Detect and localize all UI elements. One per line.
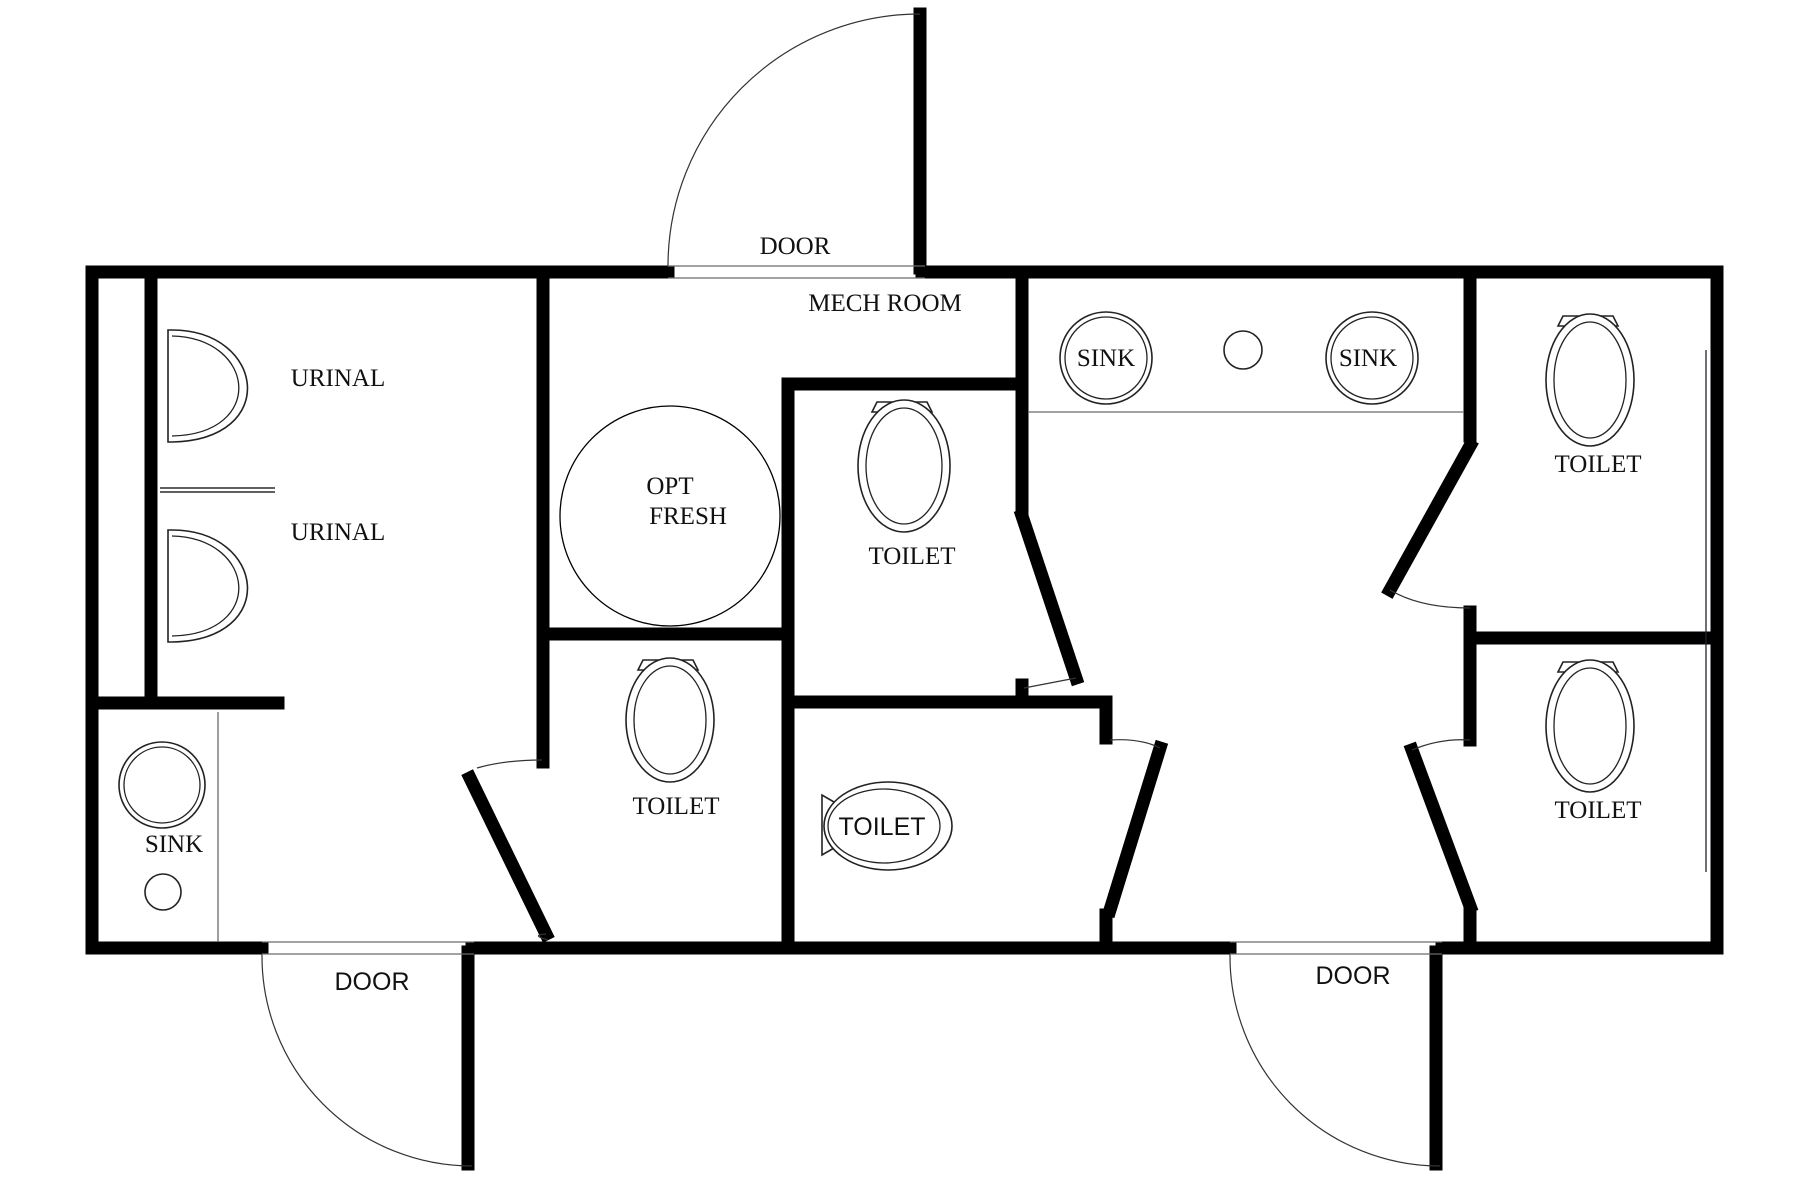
toilet-right-lower: TOILET	[1545, 659, 1642, 824]
sink-left-basin	[118, 741, 206, 829]
center-upper-stall-door-leaf[interactable]	[1013, 507, 1085, 687]
toilet-center-upper-bowl	[857, 399, 951, 533]
door-bottom-right-label: DOOR	[1316, 962, 1391, 990]
toilet-right-upper-label: TOILET	[1554, 451, 1641, 478]
toilet-left-label: TOILET	[632, 793, 719, 820]
toilet-left: TOILET	[625, 657, 720, 820]
mech-room-label: MECH ROOM	[808, 290, 962, 317]
urinal-2: URINAL	[167, 519, 385, 643]
door-bottom-right-swing-arc	[1229, 953, 1441, 1167]
vanity-drain	[1223, 330, 1263, 370]
opt-fresh-label-line1: OPT	[646, 473, 693, 500]
door-top[interactable]: DOOR	[667, 7, 927, 279]
door-bottom-left[interactable]: DOOR	[261, 941, 475, 1171]
toilet-right-lower-label: TOILET	[1554, 797, 1641, 824]
right-lower-stall-door-leaf[interactable]	[1403, 741, 1479, 915]
toilet-center-lower: TOILET	[821, 781, 953, 871]
mens-room-door-leaf[interactable]	[461, 769, 555, 943]
door-top-swing-arc	[667, 13, 921, 267]
sink-top-1-basin	[1059, 311, 1153, 405]
mens-room-door-arc	[537, 933, 549, 941]
sink-top-2-basin	[1325, 311, 1419, 405]
interior-doors	[461, 437, 1479, 943]
center-lower-stall-door-leaf[interactable]	[1101, 739, 1169, 919]
opt-fresh-label-line2: FRESH	[649, 503, 727, 530]
urinal-1-bowl	[167, 329, 249, 443]
opt-fresh-circle	[559, 405, 781, 627]
door-bottom-left-label: DOOR	[335, 968, 410, 996]
door-bottom-right[interactable]: DOOR	[1229, 941, 1443, 1171]
toilet-left-bowl	[625, 657, 715, 783]
urinal-2-label: URINAL	[291, 519, 385, 546]
urinal-1-label: URINAL	[291, 365, 385, 392]
sink-top-1: SINK	[1059, 311, 1153, 405]
interior-walls	[91, 271, 1718, 949]
sink-left-label: SINK	[145, 831, 203, 858]
toilet-right-upper: TOILET	[1545, 313, 1642, 478]
toilet-center-upper-label: TOILET	[868, 543, 955, 570]
sink-left: SINK	[118, 741, 206, 911]
outer-walls	[85, 265, 1724, 955]
toilet-right-upper-bowl	[1545, 313, 1635, 447]
right-upper-stall-door-leaf[interactable]	[1381, 437, 1479, 599]
toilet-center-lower-bowl	[823, 781, 953, 871]
toilet-right-lower-bowl	[1545, 659, 1635, 793]
sink-top-2: SINK	[1325, 311, 1419, 405]
sink-left-drain	[144, 873, 182, 911]
urinal-1: URINAL	[167, 329, 385, 443]
door-top-label: DOOR	[760, 233, 831, 260]
door-bottom-left-swing-arc	[261, 953, 473, 1167]
opt-fresh-tank: OPT FRESH	[559, 405, 781, 627]
toilet-center-lower-label: TOILET	[838, 813, 925, 841]
urinal-2-bowl	[167, 529, 249, 643]
toilet-center-upper: TOILET	[857, 399, 956, 570]
sink-top-2-label: SINK	[1339, 345, 1397, 372]
sink-top-1-label: SINK	[1077, 345, 1135, 372]
